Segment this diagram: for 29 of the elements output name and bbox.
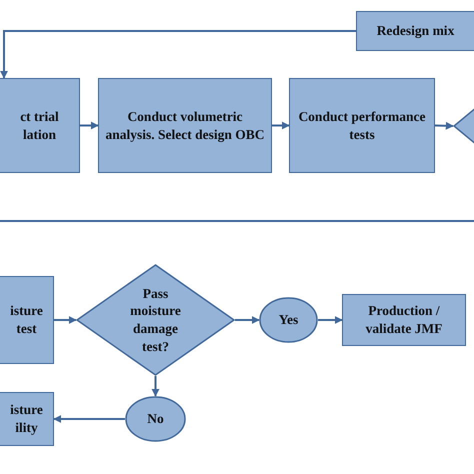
process-box [342, 294, 466, 346]
arrow [152, 376, 160, 397]
node-label: Pass moisture damage test? [129, 284, 182, 356]
node-label: Conduct volumetric analysis. Select design OBC [105, 108, 265, 144]
process-box [0, 276, 54, 364]
arrow [80, 122, 99, 130]
node-label: Redesign mix [376, 22, 454, 40]
process-box [98, 78, 272, 173]
node-label: isture ility [9, 401, 44, 437]
arrow [53, 415, 125, 423]
arrow [54, 316, 77, 324]
process-box [356, 11, 474, 51]
node-label: ct trial lation [19, 108, 60, 144]
arrow [318, 316, 343, 324]
arrow [0, 30, 356, 79]
node-label: Production / validate JMF [364, 302, 444, 338]
process-box [0, 392, 54, 446]
decision-diamond [76, 264, 235, 376]
arrow [235, 316, 260, 324]
answer-ellipse [125, 396, 186, 442]
arrow [272, 122, 290, 130]
node-label: No [147, 410, 164, 428]
node-label: Conduct performance tests [297, 108, 427, 144]
node-label: isture test [9, 302, 44, 338]
node-label: Yes [278, 311, 298, 329]
arrow [434, 122, 454, 130]
process-box [289, 78, 435, 173]
process-box [0, 78, 80, 173]
answer-ellipse [259, 297, 318, 343]
